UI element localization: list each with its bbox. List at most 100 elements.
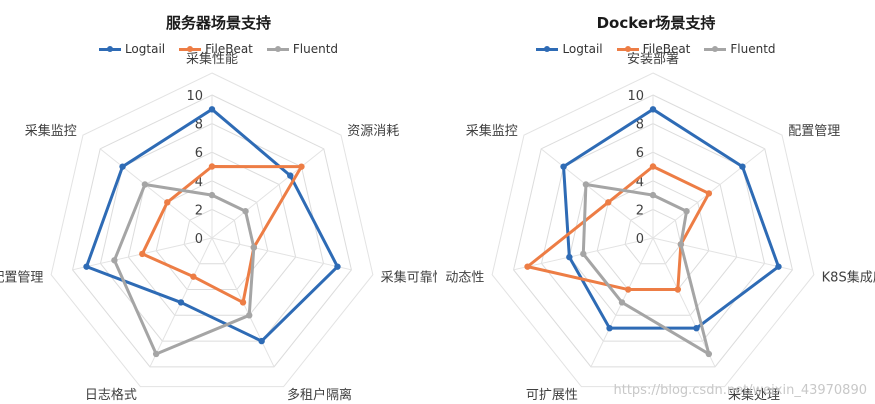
- radar-grid-ring: [127, 151, 297, 316]
- radar-data-point: [246, 312, 253, 319]
- legend-item-filebeat: FileBeat: [179, 42, 253, 56]
- radar-axis-label: 采集处理: [728, 387, 780, 403]
- radar-data-point: [524, 263, 531, 270]
- chart-legend: Logtail FileBeat Fluentd: [437, 42, 875, 56]
- radar-data-point: [190, 273, 197, 280]
- radar-data-point: [83, 263, 90, 270]
- radar-data-point: [693, 324, 700, 332]
- radar-tick-label: 4: [636, 175, 644, 190]
- watermark-text: https://blog.csdn.net/weixin_43970890: [613, 383, 867, 398]
- radar-tick-label: 10: [186, 89, 203, 104]
- legend-swatch: [266, 44, 289, 54]
- radar-data-point: [566, 253, 573, 261]
- legend-swatch: [179, 44, 202, 54]
- radar-data-point: [618, 299, 626, 306]
- radar-data-point: [208, 106, 216, 113]
- radar-axis-label: 日志格式: [85, 387, 137, 403]
- radar-axis-label: 采集性能: [186, 51, 238, 67]
- legend-label: Fluentd: [292, 42, 339, 56]
- radar-data-point: [111, 257, 118, 264]
- radar-tick-label: 6: [636, 146, 644, 161]
- radar-series-line: [140, 165, 303, 304]
- legend-label: Logtail: [124, 42, 166, 56]
- radar-spoke: [99, 148, 213, 239]
- radar-grid-ring: [183, 208, 241, 265]
- radar-data-point: [580, 250, 587, 258]
- radar-spoke: [540, 148, 654, 239]
- legend-swatch: [98, 44, 121, 54]
- radar-data-point: [739, 163, 746, 170]
- radar-data-point: [705, 350, 713, 358]
- radar-axis-label: 安装部署: [627, 52, 679, 67]
- radar-data-point: [334, 263, 341, 270]
- radar-data-point: [674, 286, 682, 293]
- chart-panel-docker: Docker场景支持 Logtail FileBeat Fluentd 0 2 4 6…: [437, 0, 875, 404]
- legend-label: Fluentd: [730, 42, 776, 56]
- radar-axis-label: K8S集成度: [822, 269, 875, 285]
- radar-data-point: [258, 337, 265, 345]
- radar-data-point: [649, 191, 657, 199]
- radar-tick-label: 0: [195, 232, 203, 247]
- radar-grid-ring: [99, 123, 325, 342]
- radar-data-point: [208, 163, 216, 170]
- radar-data-point: [624, 286, 632, 293]
- radar-data-point: [298, 163, 305, 170]
- radar-data-point: [141, 181, 149, 188]
- radar-outer-frame: [50, 72, 374, 388]
- legend-item-logtail: Logtail: [98, 42, 166, 56]
- radar-data-point: [177, 299, 185, 306]
- radar-data-point: [683, 208, 690, 215]
- legend-label: FileBeat: [205, 42, 253, 56]
- radar-axis-label: 采集监控: [466, 123, 518, 139]
- radar-tick-label: 8: [195, 118, 203, 133]
- radar-data-point: [677, 241, 685, 248]
- radar-tick-label: 2: [636, 203, 644, 218]
- radar-data-point: [775, 263, 782, 270]
- radar-data-point: [239, 299, 247, 306]
- radar-axis-label: 多租户隔离: [287, 387, 352, 403]
- radar-series-line: [526, 165, 711, 292]
- radar-data-point: [705, 190, 713, 197]
- chart-legend: Logtail FileBeat Fluentd: [0, 42, 437, 56]
- legend-swatch: [704, 44, 727, 54]
- radar-data-point: [242, 208, 249, 215]
- radar-data-point: [139, 250, 146, 258]
- radar-spoke: [211, 237, 352, 271]
- radar-tick-label: 10: [627, 89, 644, 104]
- radar-tick-label: 8: [636, 118, 644, 133]
- radar-grid-ring: [513, 94, 793, 368]
- radar-spoke: [652, 237, 716, 368]
- radar-series-line: [112, 183, 256, 356]
- radar-spoke: [652, 237, 793, 271]
- radar-data-point: [250, 244, 258, 251]
- radar-data-point: [606, 324, 613, 332]
- legend-label: Logtail: [562, 42, 603, 56]
- radar-data-point: [164, 199, 171, 206]
- legend-item-fluentd: Fluentd: [704, 42, 776, 56]
- radar-data-point: [208, 191, 216, 199]
- radar-axis-label: 采集可靠性: [381, 269, 437, 285]
- radar-grid-ring: [540, 123, 766, 342]
- radar-axis-label: 可扩展性: [526, 388, 578, 403]
- legend-swatch: [616, 44, 639, 54]
- radar-outer-frame: [491, 72, 815, 388]
- radar-grid-ring: [155, 180, 269, 291]
- radar-data-point: [560, 163, 567, 170]
- radar-series-line: [581, 183, 711, 356]
- legend-label: FileBeat: [642, 42, 691, 56]
- radar-chart-server: 0246810采集性能资源消耗采集可靠性多租户隔离日志格式配置管理采集监控: [0, 51, 437, 403]
- radar-tick-label: 2: [195, 203, 203, 218]
- legend-item-logtail: Logtail: [536, 42, 603, 56]
- radar-chart-docker: 0246810安装部署配置管理K8S集成度采集处理可扩展性动态性采集监控: [445, 52, 875, 403]
- radar-data-point: [119, 163, 126, 170]
- radar-axis-label: 资源消耗: [347, 124, 399, 139]
- radar-series-line: [562, 107, 780, 330]
- chart-title: Docker场景支持: [596, 14, 716, 32]
- radar-data-point: [605, 199, 612, 206]
- radar-tick-label: 4: [195, 175, 203, 190]
- radar-data-point: [582, 181, 590, 188]
- radar-grid-ring: [624, 208, 682, 265]
- chart-title: 服务器场景支持: [165, 14, 271, 32]
- radar-tick-label: 0: [636, 232, 644, 247]
